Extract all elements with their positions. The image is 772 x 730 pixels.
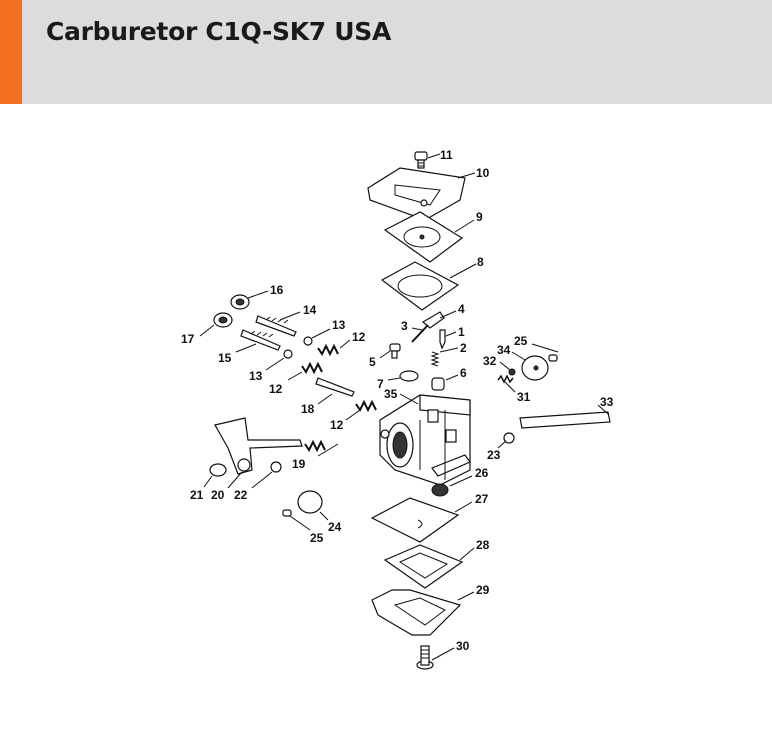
part-12-spring-middle	[301, 361, 323, 375]
label-12-upper: 12	[352, 330, 366, 344]
part-1-inlet-needle	[439, 329, 446, 350]
label-7: 7	[377, 377, 384, 391]
part-26-fuel-screen	[431, 483, 449, 497]
label-26: 26	[475, 466, 489, 480]
header-bar: Carburetor C1Q-SK7 USA	[0, 0, 772, 104]
label-11: 11	[440, 148, 453, 162]
part-6-valve-jet	[431, 377, 445, 391]
header-accent	[0, 0, 22, 104]
label-24: 24	[328, 520, 342, 534]
part-31-spring	[497, 374, 514, 384]
label-13-lower: 13	[249, 369, 263, 383]
part-29-end-cover	[371, 589, 462, 636]
label-31: 31	[517, 390, 531, 404]
part-2-spring	[430, 351, 440, 367]
part-33-choke-shaft	[519, 411, 611, 429]
label-34: 34	[497, 343, 511, 357]
label-8: 8	[477, 255, 484, 269]
part-24-throttle-plate	[297, 490, 323, 514]
part-20-throttle-shaft	[214, 417, 303, 475]
label-20: 20	[211, 488, 225, 502]
page-title: Carburetor C1Q-SK7 USA	[46, 17, 392, 46]
label-19: 19	[292, 457, 306, 471]
part-34-choke-plate	[521, 355, 549, 381]
label-28: 28	[476, 538, 490, 552]
part-10-pump-cover	[367, 167, 466, 221]
label-2: 2	[460, 341, 467, 355]
label-30: 30	[456, 639, 470, 653]
part-22-clip	[270, 461, 282, 473]
part-19-spring	[304, 439, 326, 453]
part-25-screw-lower	[282, 509, 292, 517]
part-13-washer-lower	[283, 349, 293, 359]
part-8-gasket	[380, 261, 460, 311]
label-21: 21	[190, 488, 204, 502]
part-5-screw	[389, 343, 401, 359]
label-33: 33	[600, 395, 614, 409]
part-23-clip	[503, 432, 515, 444]
part-27-metering-diaphragm	[370, 497, 460, 543]
label-25-lower: 25	[310, 531, 324, 545]
label-10: 10	[476, 166, 490, 180]
part-17-limiter-cap	[213, 312, 233, 328]
part-labels: 11 10 9 8 4 3 1 2 5 7 6 35 16 14 17 13 1…	[181, 148, 614, 653]
carburetor-body	[379, 394, 471, 486]
part-14-adjusting-screw	[255, 315, 297, 337]
label-12-lower: 12	[330, 418, 344, 432]
part-9-pump-diaphragm	[383, 211, 464, 263]
label-12-middle: 12	[269, 382, 283, 396]
label-16: 16	[270, 283, 284, 297]
part-16-limiter-cap	[230, 294, 250, 310]
label-9: 9	[476, 210, 483, 224]
part-25-screw-upper	[548, 354, 558, 362]
part-21-nut	[209, 463, 227, 477]
label-23: 23	[487, 448, 501, 462]
label-4: 4	[458, 302, 465, 316]
label-27: 27	[475, 492, 489, 506]
label-1: 1	[458, 325, 465, 339]
label-5: 5	[369, 355, 376, 369]
part-18-idle-speed-screw	[315, 377, 355, 397]
part-12-spring-upper	[317, 343, 339, 357]
label-32: 32	[483, 354, 497, 368]
part-28-gasket	[383, 544, 464, 589]
part-32-ball	[508, 368, 516, 376]
label-6: 6	[460, 366, 467, 380]
part-3-spindle	[411, 324, 429, 343]
part-11-screw	[414, 151, 428, 169]
part-13-washer-upper	[303, 336, 313, 346]
label-3: 3	[401, 319, 408, 333]
label-22: 22	[234, 488, 248, 502]
label-15: 15	[218, 351, 232, 365]
part-7-strainer	[399, 370, 419, 382]
part-12-spring-lower	[355, 399, 377, 413]
label-13-upper: 13	[332, 318, 346, 332]
label-18: 18	[301, 402, 315, 416]
label-25-upper: 25	[514, 334, 528, 348]
label-29: 29	[476, 583, 490, 597]
label-14: 14	[303, 303, 317, 317]
leader-lines	[199, 153, 609, 661]
part-30-screw	[416, 645, 434, 670]
label-17: 17	[181, 332, 195, 346]
part-15-adjusting-screw	[240, 329, 281, 351]
label-35: 35	[384, 387, 398, 401]
